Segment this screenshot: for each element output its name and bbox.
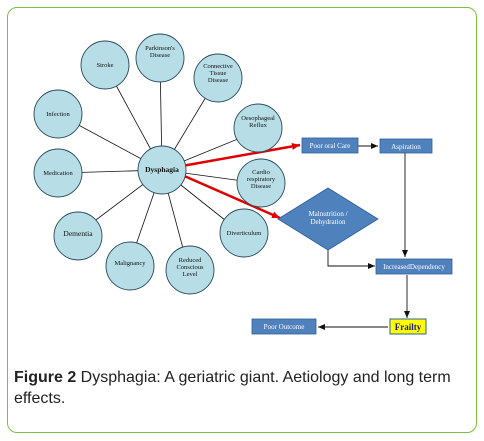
increased-dependency-label: IncreasedDependency [383, 263, 445, 271]
cause-label: Level [183, 271, 198, 278]
cause-label: Dementia [63, 229, 93, 238]
hub: Dysphagia [137, 145, 187, 195]
cause-circle [105, 241, 155, 291]
figure-label: Figure 2 [14, 369, 77, 386]
arrow-to-poor-oral-care [181, 142, 301, 168]
cause-circle [236, 158, 286, 208]
cause-circle [135, 33, 185, 83]
cause-label: respiratory [247, 176, 276, 183]
malnutrition-label: Dehydration [311, 218, 346, 226]
cause-circle [193, 53, 243, 103]
poor-oral-care-box [301, 137, 359, 154]
cause-circle [33, 148, 83, 198]
hub-circle [137, 145, 187, 195]
cause-label: Reduced [179, 257, 202, 264]
cause-label: Disease [251, 183, 271, 190]
cause-label: Oesophageal [241, 115, 275, 122]
frailty-box [389, 318, 427, 335]
arrow-to-malnutrition [181, 173, 281, 220]
cause-label: Infection [46, 111, 70, 118]
svg-text:Malnutrition /Dehydration: Malnutrition /Dehydration [308, 210, 347, 226]
poor-outcome-label: Poor Outcome [264, 323, 305, 331]
caption-text: Dysphagia: A geriatric giant. Aetiology … [14, 369, 451, 407]
red-arrows [181, 142, 301, 220]
cause-label: Cardio [252, 169, 270, 176]
poor-outcome-box [251, 318, 317, 335]
cause-circle [219, 208, 269, 258]
malnutrition-label: Malnutrition / [308, 210, 347, 218]
cause-label: Diverticulum [227, 230, 262, 237]
malnutrition-diamond [277, 187, 379, 251]
cause-circle [53, 211, 103, 261]
cause-label: Connective [203, 63, 233, 70]
effect-boxes: Poor oral Care Aspiration Malnutrition /… [251, 137, 453, 335]
cause-label: Malignancy [114, 260, 146, 267]
cause-circle [80, 40, 130, 90]
frailty-label: Frailty [395, 322, 422, 332]
cause-circle [165, 245, 215, 295]
cause-label: Stroke [97, 62, 114, 69]
cause-label: Medication [43, 170, 73, 177]
hub-label: Dysphagia [145, 165, 179, 174]
cause-label: Disease [150, 52, 170, 59]
poor-oral-care-label: Poor oral Care [310, 142, 351, 150]
increased-dependency-box [375, 258, 453, 275]
aspiration-label: Aspiration [391, 143, 421, 151]
arrow-malnutrition-to-dependency [327, 250, 375, 269]
cause-label: Disease [208, 77, 228, 84]
cause-circles [33, 33, 286, 295]
flow-arrows [318, 143, 410, 330]
cause-label: Conscious [176, 264, 204, 271]
cause-circle [33, 89, 83, 139]
cause-label: Tissue [210, 70, 227, 77]
cause-label: Reflux [249, 122, 267, 129]
cause-circle [233, 103, 283, 153]
cause-label: Parkinson's [145, 45, 175, 52]
figure-caption: Figure 2 Dysphagia: A geriatric giant. A… [14, 367, 454, 409]
aspiration-box [379, 138, 433, 154]
